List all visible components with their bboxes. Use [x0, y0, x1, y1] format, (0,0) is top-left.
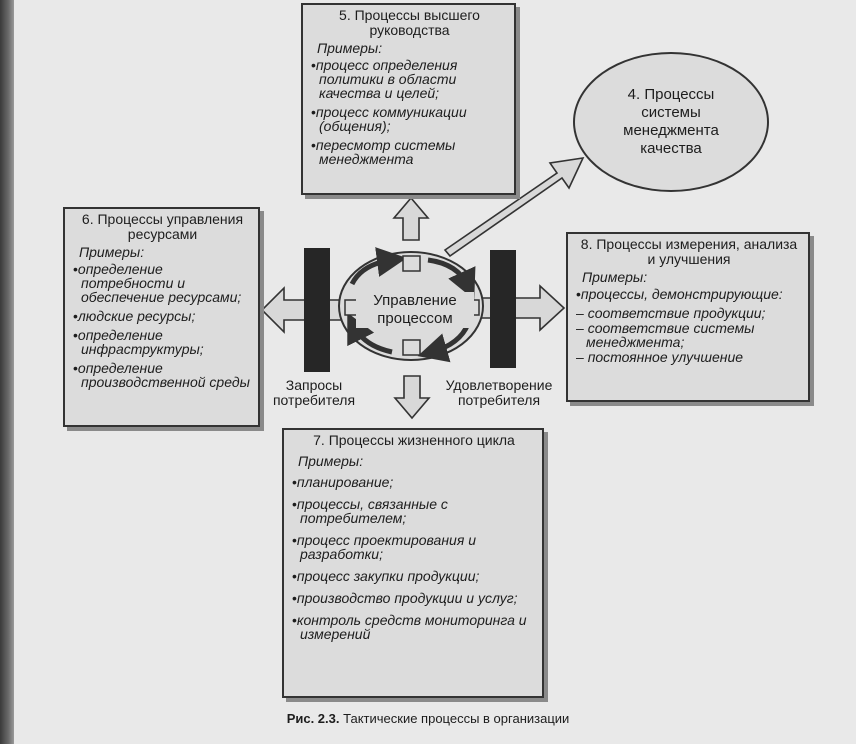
list-item: определение потребности и обеспечение ре…	[73, 262, 252, 304]
caption-text: Тактические процессы в организации	[343, 711, 570, 726]
list-item: людские ресурсы;	[73, 309, 252, 323]
box-title: 6. Процессы управления ресурсами	[81, 211, 244, 242]
examples-label: Примеры:	[79, 244, 145, 260]
list-item: определение производственной среды	[73, 361, 252, 389]
left-dark-bar	[304, 248, 330, 372]
list-item: контроль средств мониторинга и измерений	[292, 613, 536, 641]
arrow-diagonal	[443, 156, 585, 258]
label-customer-satisfaction: Удовлетворение потребителя	[445, 377, 553, 408]
box-resources: 6. Процессы управления ресурсами Примеры…	[63, 207, 260, 427]
list-item: процесс закупки продукции;	[292, 569, 536, 583]
scan-edge-shadow	[0, 0, 14, 744]
examples-label: Примеры:	[317, 40, 383, 56]
cycle-arrow-bottom-left	[347, 312, 393, 355]
examples-label: Примеры:	[582, 269, 648, 285]
box-title: 5. Процессы высшего руководства	[339, 7, 480, 38]
box-title: 7. Процессы жизненного цикла	[313, 432, 515, 448]
list-item: пересмотр системы менеджмента	[311, 138, 508, 166]
list-item: производство продукции и услуг;	[292, 591, 536, 605]
list-item: процессы, связанные с потребителем;	[292, 497, 536, 525]
box-measurement: 8. Процессы измерения, анализа и улучшен…	[566, 232, 810, 402]
center-label: Управление процессом	[356, 292, 474, 328]
box-top-management: 5. Процессы высшего руководства Примеры:…	[301, 3, 516, 195]
list-item: планирование;	[292, 475, 536, 489]
cycle-arrow-top-right	[427, 257, 476, 300]
box-lifecycle: 7. Процессы жизненного цикла Примеры: пл…	[282, 428, 544, 698]
examples-list: определение потребности и обеспечение ре…	[73, 262, 252, 389]
examples-label: Примеры:	[298, 453, 364, 469]
list-item: соответствие системы менеджмента;	[576, 321, 802, 349]
arrow-up	[392, 196, 430, 241]
label-customer-requests: Запросы потребителя	[272, 377, 356, 408]
cycle-arrow-top-left	[349, 247, 407, 286]
figure-caption: Рис. 2.3. Тактические процессы в организ…	[0, 711, 856, 726]
examples-list: планирование; процессы, связанные с потр…	[292, 475, 536, 641]
node-square-top	[402, 255, 421, 272]
right-dark-bar	[490, 250, 516, 368]
ellipse-title: 4. Процессы системы менеджмента качества	[623, 86, 719, 157]
examples-list: процесс определения политики в области к…	[311, 58, 508, 166]
arrow-down	[393, 375, 431, 420]
ellipse-qms: 4. Процессы системы менеджмента качества	[573, 52, 769, 192]
list-item: процесс проектирования и разработки;	[292, 533, 536, 561]
list-item: определение инфраструктуры;	[73, 328, 252, 356]
caption-prefix: Рис. 2.3.	[286, 711, 340, 726]
list-item: соответствие продукции;	[576, 306, 802, 320]
arrow-right	[477, 284, 566, 332]
list-item: постоянное улучшение	[576, 350, 802, 364]
examples-list: процессы, демонстрирующие: соответствие …	[576, 287, 802, 364]
box-title: 8. Процессы измерения, анализа и улучшен…	[580, 236, 798, 267]
list-item: процесс определения политики в области к…	[311, 58, 508, 100]
list-item: процессы, демонстрирующие:	[576, 287, 802, 301]
node-square-bottom	[402, 339, 421, 356]
list-item: процесс коммуникации (общения);	[311, 105, 508, 133]
